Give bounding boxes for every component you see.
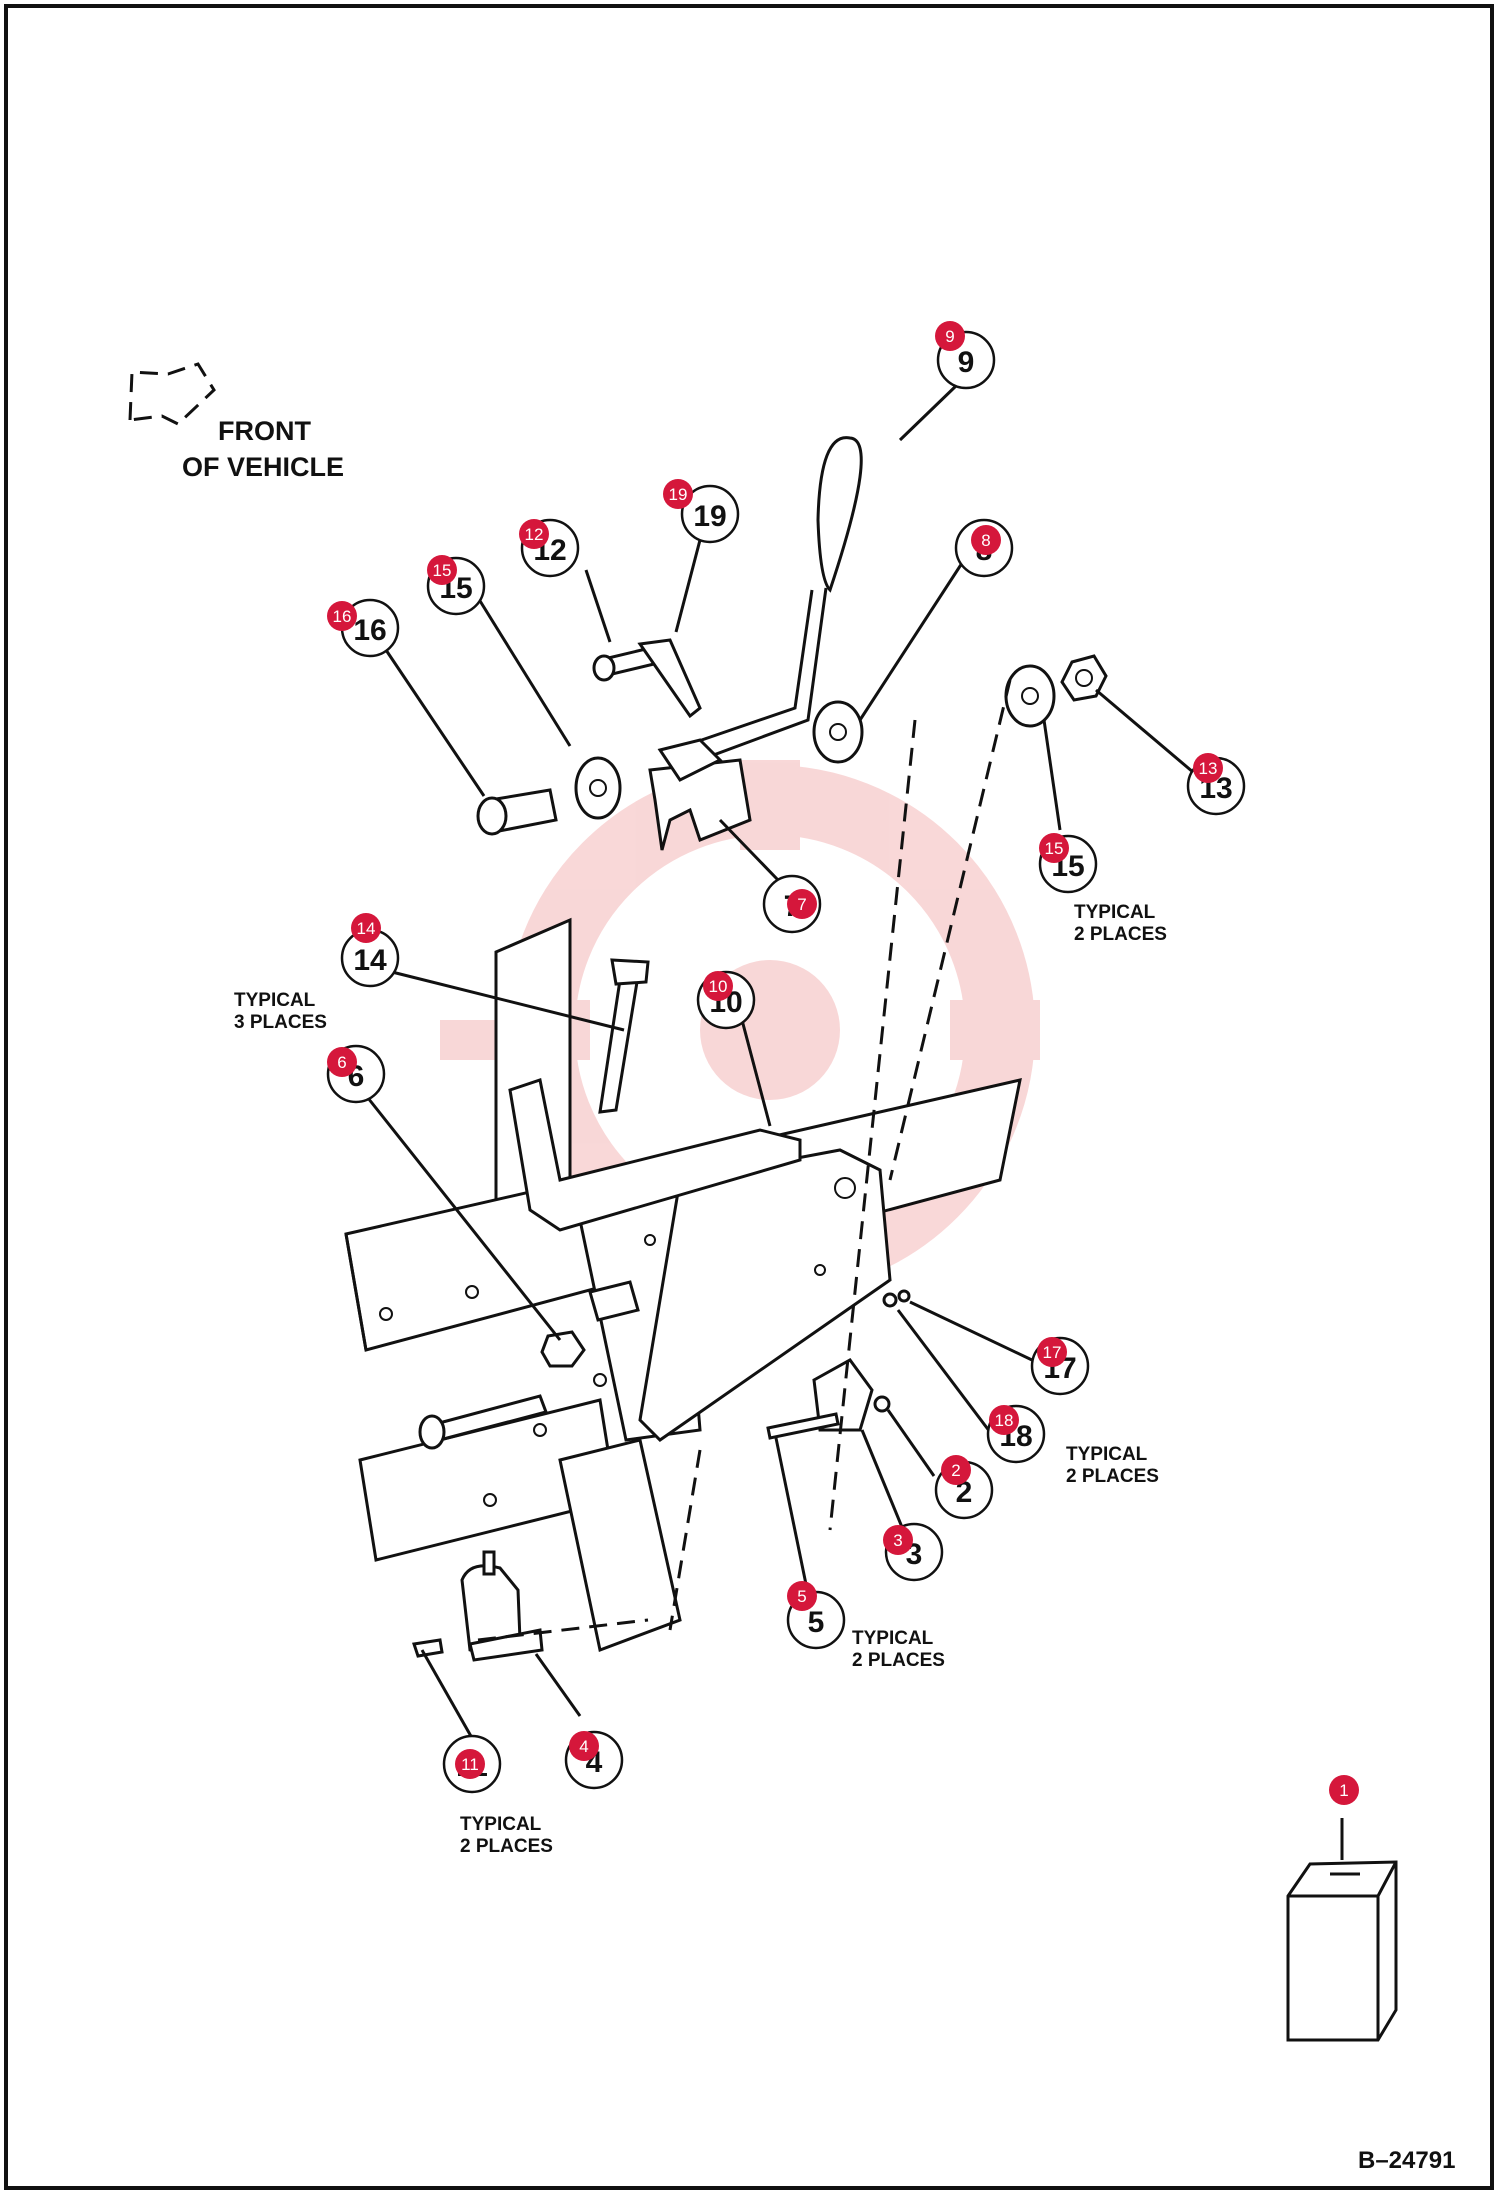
document-number: B–24791 xyxy=(1358,2147,1455,2174)
callout-5[interactable]: 5 5 xyxy=(786,1581,846,1650)
callout-6[interactable]: 6 6 xyxy=(326,1044,386,1104)
marker-dot-icon xyxy=(569,1731,599,1761)
note-typical-5-line2: 2 PLACES xyxy=(852,1650,945,1671)
callout-17[interactable]: 17 17 xyxy=(1030,1336,1090,1396)
callout-9[interactable]: 9 9 xyxy=(935,321,996,390)
callout-16[interactable]: 16 16 xyxy=(327,598,400,658)
svg-text:19: 19 xyxy=(669,485,688,504)
shift-lever-drawing xyxy=(657,436,863,782)
marker-dot-icon xyxy=(989,1405,1019,1435)
svg-text:7: 7 xyxy=(797,895,806,914)
marker-dot-icon xyxy=(787,1581,817,1611)
front-label-line1: FRONT xyxy=(218,416,311,446)
front-arrow-icon xyxy=(128,362,216,426)
svg-text:6: 6 xyxy=(337,1053,346,1072)
marker-dot-icon xyxy=(787,889,817,919)
marker-dot-icon xyxy=(935,321,965,351)
marker-dot-icon xyxy=(883,1525,913,1555)
callout-4[interactable]: 4 4 xyxy=(564,1730,624,1790)
callout-2[interactable]: 2 2 xyxy=(934,1455,994,1520)
svg-text:12: 12 xyxy=(525,525,544,544)
svg-text:1: 1 xyxy=(1339,1781,1348,1800)
callout-8[interactable]: 8 8 xyxy=(954,518,1014,578)
alignment-lines xyxy=(477,679,1012,1642)
callout-12[interactable]: 12 12 xyxy=(519,518,580,578)
marker-dot-icon xyxy=(327,601,357,631)
callout-10[interactable]: 10 10 xyxy=(696,970,756,1030)
svg-text:16: 16 xyxy=(353,614,386,647)
callout-11[interactable]: 11 11 xyxy=(442,1734,502,1794)
svg-text:2: 2 xyxy=(951,1461,960,1480)
callout-14[interactable]: 14 14 xyxy=(340,913,400,988)
hardware-drawing xyxy=(412,638,1398,2042)
note-typical-5-line1: TYPICAL xyxy=(852,1628,934,1649)
svg-text:17: 17 xyxy=(1043,1343,1062,1362)
marker-dot-icon xyxy=(1037,1337,1067,1367)
leader-lines xyxy=(366,382,1344,1860)
svg-text:4: 4 xyxy=(579,1737,588,1756)
svg-text:16: 16 xyxy=(333,607,352,626)
marker-dot-icon xyxy=(1193,753,1223,783)
marker-dot-icon xyxy=(971,525,1001,555)
front-label-line2: OF VEHICLE xyxy=(182,452,344,482)
callout-3[interactable]: 3 3 xyxy=(883,1522,944,1582)
marker-dot-icon xyxy=(703,971,733,1001)
callout-15-lower[interactable]: 15 15 xyxy=(1038,833,1098,894)
svg-text:5: 5 xyxy=(797,1587,806,1606)
callout-18[interactable]: 18 18 xyxy=(986,1404,1046,1464)
marker-dot-icon xyxy=(941,1455,971,1485)
svg-text:5: 5 xyxy=(808,1606,825,1639)
note-typical-11-line2: 2 PLACES xyxy=(460,1836,553,1857)
note-typical-18-line1: TYPICAL xyxy=(1066,1444,1148,1465)
note-typical-15-line1: TYPICAL xyxy=(1074,902,1156,923)
page-border xyxy=(4,4,1494,2190)
svg-text:10: 10 xyxy=(709,977,728,996)
svg-text:9: 9 xyxy=(958,346,975,379)
svg-text:8: 8 xyxy=(981,531,990,550)
marker-dot-icon xyxy=(327,1047,357,1077)
marker-dot-icon xyxy=(663,479,693,509)
marker-dot-icon xyxy=(1329,1775,1359,1805)
marker-dot-icon xyxy=(1039,833,1069,863)
note-typical-11-line1: TYPICAL xyxy=(460,1814,542,1835)
svg-text:14: 14 xyxy=(357,919,376,938)
svg-text:18: 18 xyxy=(995,1411,1014,1430)
marker-dot-icon xyxy=(351,913,381,943)
callout-13[interactable]: 13 13 xyxy=(1186,753,1246,816)
svg-text:19: 19 xyxy=(693,500,726,533)
svg-text:9: 9 xyxy=(945,327,954,346)
marker-dot-icon xyxy=(427,555,457,585)
svg-text:14: 14 xyxy=(353,944,387,977)
callout-7[interactable]: 7 7 xyxy=(762,874,822,934)
marker-dot-icon xyxy=(455,1749,485,1779)
note-typical-14-line2: 3 PLACES xyxy=(234,1012,327,1033)
callout-1[interactable]: 1 xyxy=(1329,1775,1359,1805)
svg-text:3: 3 xyxy=(893,1531,902,1550)
svg-text:15: 15 xyxy=(433,561,452,580)
callout-19[interactable]: 19 19 xyxy=(663,479,740,544)
note-typical-18-line2: 2 PLACES xyxy=(1066,1466,1159,1487)
callout-15-upper[interactable]: 15 15 xyxy=(426,555,486,616)
marker-dot-icon xyxy=(519,519,549,549)
svg-text:15: 15 xyxy=(1045,839,1064,858)
svg-text:11: 11 xyxy=(461,1755,479,1774)
note-typical-15-line2: 2 PLACES xyxy=(1074,924,1167,945)
note-typical-14-line1: TYPICAL xyxy=(234,990,316,1011)
svg-text:13: 13 xyxy=(1199,759,1218,778)
